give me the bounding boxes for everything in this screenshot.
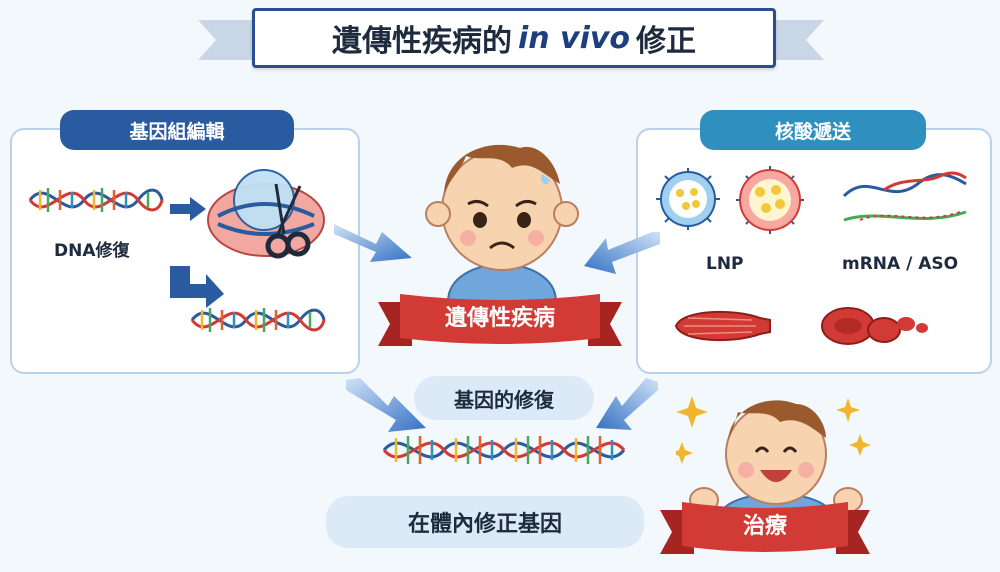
treatment-ribbon	[660, 502, 870, 554]
genome-editing-heading: 基因組編輯	[60, 110, 294, 150]
arrow-right-icon	[170, 197, 206, 221]
in-vivo-correction-label: 在體內修正基因	[326, 496, 644, 548]
title-prefix: 遺傳性疾病的	[331, 24, 512, 59]
nucleic-acid-delivery-heading: 核酸遞送	[700, 110, 926, 150]
dna-helix-icon	[28, 188, 164, 212]
arrow-down-right-icon	[170, 266, 224, 308]
dna-repair-label: DNA修復	[54, 241, 130, 261]
arrow-into-center-left-icon	[334, 224, 412, 262]
title-italic: in vivo	[517, 20, 631, 56]
sad-baby-icon	[425, 144, 579, 302]
lnp-particles-icon	[656, 166, 804, 234]
healthy-dna-helix-icon	[382, 436, 626, 464]
arrow-to-repair-left-icon	[346, 378, 426, 432]
title-suffix: 修正	[636, 24, 697, 59]
arrow-to-repair-right-icon	[596, 378, 658, 430]
muscle-tissue-icon	[674, 310, 771, 342]
disease-ribbon	[378, 294, 622, 346]
mrna-strand-icon	[842, 171, 967, 222]
red-blood-cells-icon	[821, 307, 928, 345]
crispr-scissors-icon	[207, 169, 325, 259]
gene-repair-label: 基因的修復	[414, 376, 594, 420]
arrow-into-center-right-icon	[584, 232, 660, 274]
mrna-aso-label: mRNA / ASO	[842, 254, 959, 274]
repaired-dna-helix-icon	[190, 308, 326, 332]
page-title: 遺傳性疾病的 in vivo 修正	[252, 8, 776, 68]
treatment-label: 治療	[742, 514, 787, 539]
disease-label: 遺傳性疾病	[444, 306, 555, 331]
lnp-label: LNP	[706, 254, 744, 274]
